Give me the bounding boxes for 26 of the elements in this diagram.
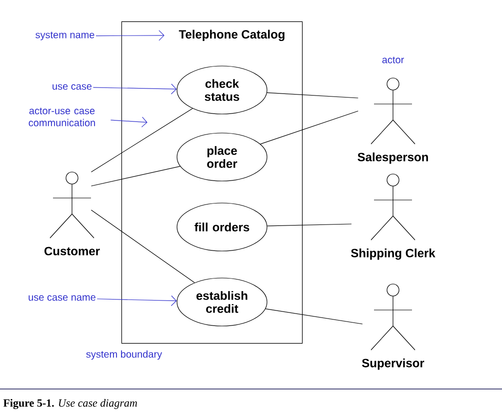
leader-arrow (96, 295, 177, 306)
annotation: actor (382, 56, 404, 64)
actor: Supervisor (362, 284, 424, 370)
annotation: actor-use case communication (28, 108, 95, 126)
node-label: Supervisor (362, 358, 424, 370)
association-line (260, 110, 358, 144)
node-label: Customer (44, 246, 100, 256)
annotation: use case name (28, 295, 96, 301)
actor: Shipping Clerk (351, 174, 436, 260)
leader-arrow (92, 84, 177, 94)
annotation: system boundary (86, 350, 162, 360)
association-line (266, 92, 358, 98)
association-line (90, 108, 193, 172)
leader-arrow (96, 30, 164, 41)
association-line (90, 166, 180, 186)
annotation: system name (36, 32, 94, 40)
node-label: Shipping Clerk (351, 248, 436, 260)
caption: Figure 5-1. Use case diagram (3, 398, 137, 410)
association-line (265, 308, 363, 324)
actor: Customer (44, 172, 100, 256)
leader-arrow (110, 116, 148, 128)
annotation: use case (52, 84, 92, 90)
actor: Salesperson (358, 78, 428, 164)
node-label: Salesperson (358, 152, 428, 164)
association-line (266, 224, 352, 226)
association-line (90, 210, 195, 283)
